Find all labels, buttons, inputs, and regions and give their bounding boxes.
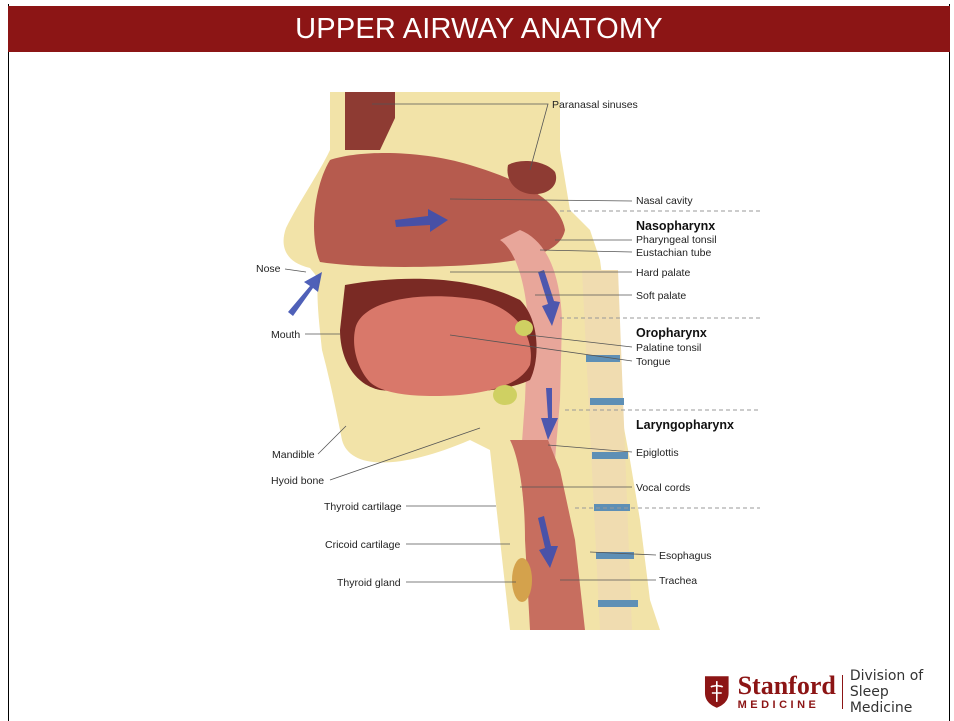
lingual-tonsil-shape — [493, 385, 517, 405]
label-trachea: Trachea — [659, 575, 697, 587]
logo-brand-sub: MEDICINE — [738, 700, 836, 711]
label-thyroid-gland: Thyroid gland — [337, 577, 401, 589]
logo-division-line2: Sleep Medicine — [850, 684, 954, 716]
label-mandible: Mandible — [272, 449, 315, 461]
label-pharyngeal-tonsil: Pharyngeal tonsil — [636, 234, 717, 246]
label-epiglottis: Epiglottis — [636, 447, 679, 459]
label-hyoid-bone: Hyoid bone — [271, 475, 324, 487]
header-laryngopharynx: Laryngopharynx — [636, 418, 734, 432]
header-oropharynx: Oropharynx — [636, 326, 707, 340]
thyroid-gland-shape — [512, 558, 532, 602]
logo-division-line1: Division of — [850, 668, 954, 684]
label-cricoid-cartilage: Cricoid cartilage — [325, 539, 400, 551]
logo-division: Division of Sleep Medicine — [850, 668, 954, 716]
stanford-shield-icon — [704, 675, 730, 709]
label-palatine-tonsil: Palatine tonsil — [636, 342, 701, 354]
label-soft-palate: Soft palate — [636, 290, 686, 302]
label-esophagus: Esophagus — [659, 550, 712, 562]
label-hard-palate: Hard palate — [636, 267, 690, 279]
label-nasal-cavity: Nasal cavity — [636, 195, 693, 207]
label-tongue: Tongue — [636, 356, 671, 368]
header-nasopharynx: Nasopharynx — [636, 219, 715, 233]
label-vocal-cords: Vocal cords — [636, 482, 690, 494]
logo-brand-name: Stanford — [738, 673, 836, 699]
logo-brand: Stanford MEDICINE — [738, 673, 836, 711]
label-eustachian-tube: Eustachian tube — [636, 247, 711, 259]
palatine-tonsil-shape — [515, 320, 533, 336]
airflow-arrow-nose — [288, 272, 322, 316]
label-nose: Nose — [256, 263, 281, 275]
logo-separator — [842, 675, 843, 709]
label-thyroid-cartilage: Thyroid cartilage — [324, 501, 402, 513]
label-paranasal-sinuses: Paranasal sinuses — [552, 99, 638, 111]
stanford-medicine-logo: Stanford MEDICINE Division of Sleep Medi… — [704, 672, 954, 712]
tongue-shape — [354, 296, 531, 396]
label-mouth: Mouth — [271, 329, 300, 341]
